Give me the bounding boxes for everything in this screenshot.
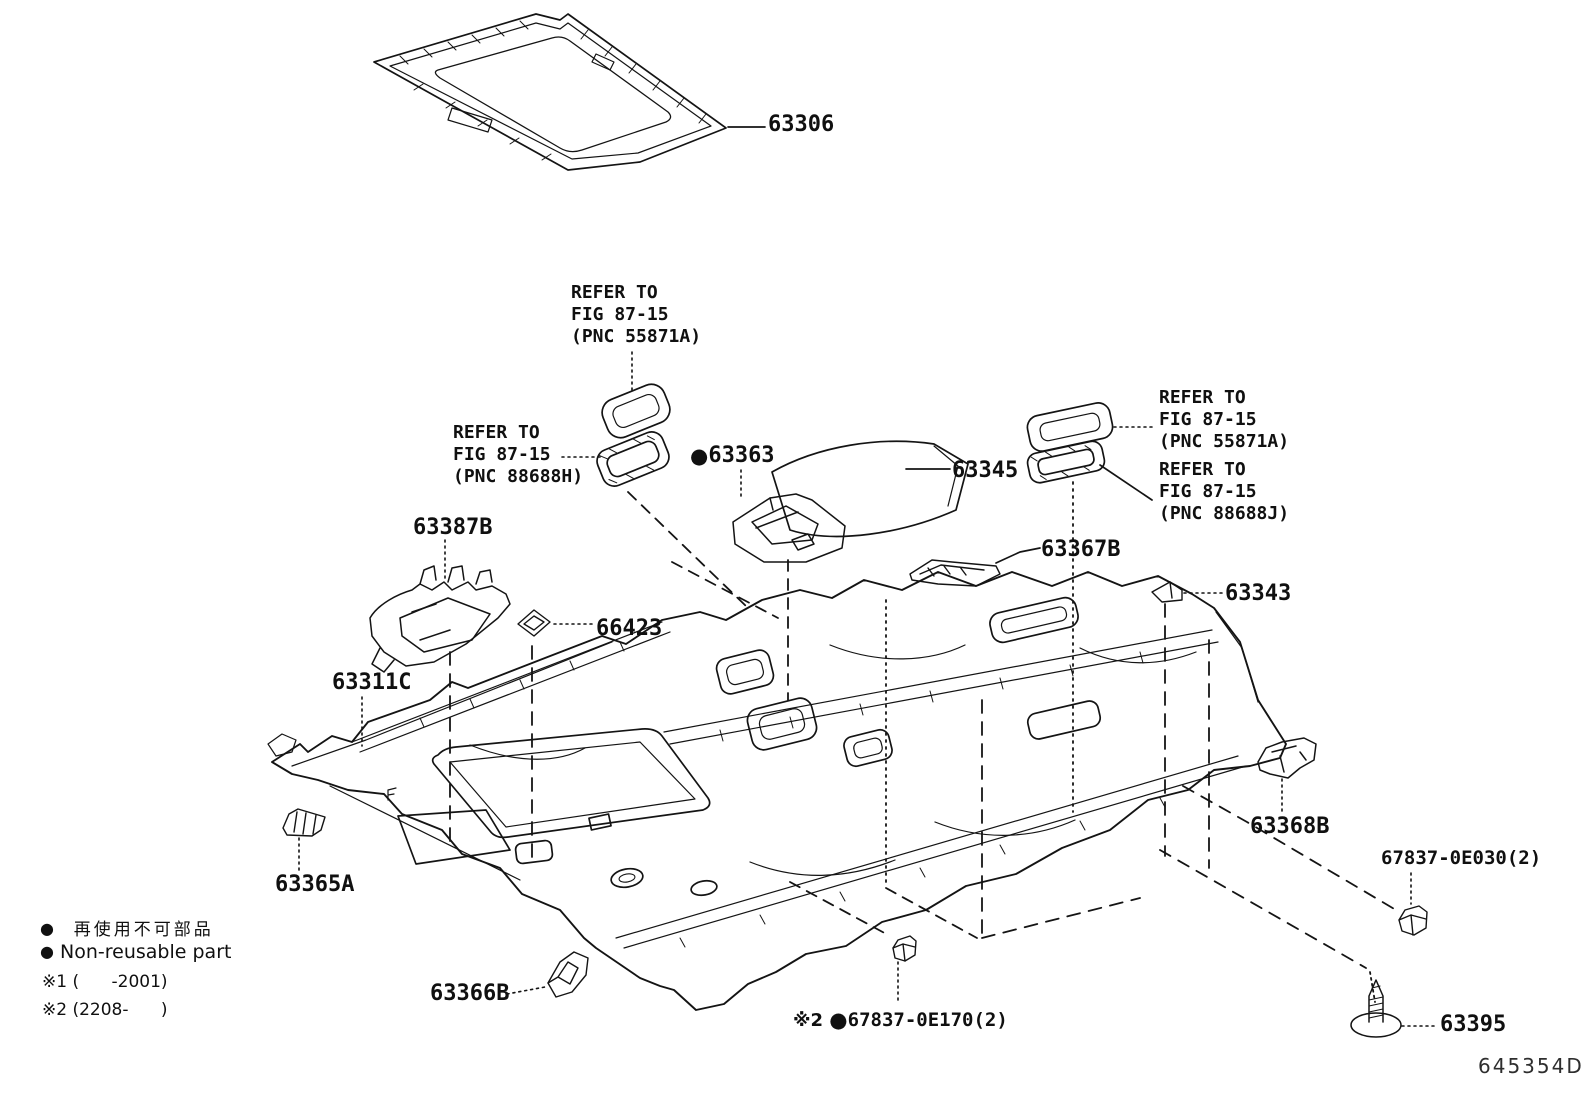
part-67837-0e030-shape	[1398, 905, 1428, 936]
legend-note-1: ※1 ( -2001)	[42, 972, 168, 992]
label-leader-lines	[298, 351, 1437, 1027]
part-63395-screw-shape	[1350, 979, 1402, 1038]
label-63365a: 63365A	[275, 872, 355, 897]
label-63387b: 63387B	[413, 515, 493, 540]
legend-non-reusable-jp: ● 再使用不可部品	[40, 919, 214, 940]
legend-note-2: ※2 (2208- )	[42, 1000, 168, 1020]
part-63306-sunshade-board-shape	[373, 13, 727, 171]
label-63306: 63306	[768, 112, 835, 137]
projection-lines	[449, 481, 1397, 1003]
label-63311c: 63311C	[332, 670, 412, 695]
label-63363: ●63363	[690, 443, 775, 468]
figure-code: 645354D	[1478, 1054, 1584, 1078]
part-63365a-shape	[282, 808, 326, 837]
label-67837-0e030: 67837-0E030(2)	[1381, 847, 1542, 869]
non-reusable-marker: ●	[690, 444, 709, 468]
part-ring-88688h-shape	[596, 431, 670, 487]
label-63366b: 63366B	[430, 981, 510, 1006]
non-reusable-marker: ●	[40, 942, 54, 961]
non-reusable-marker: ●	[829, 1008, 848, 1032]
leader-88688j	[1099, 464, 1153, 501]
label-63368b: 63368B	[1250, 814, 1330, 839]
non-reusable-marker: ●	[40, 919, 57, 938]
part-63368b-shape	[1257, 737, 1317, 779]
leader-63367b	[995, 547, 1041, 564]
label-63395: 63395	[1440, 1012, 1507, 1037]
label-63367b: 63367B	[1041, 537, 1121, 562]
part-ring-88688j-shape	[1026, 440, 1106, 484]
part-63311c-headlining-shape	[267, 571, 1287, 1011]
part-63387b-shape	[369, 565, 511, 673]
part-66423-shape	[517, 609, 551, 637]
legend-non-reusable-en: ● Non-reusable part	[40, 941, 232, 963]
note2-prefix: ※2	[793, 1010, 830, 1031]
part-63345-shape	[771, 440, 969, 538]
label-66423: 66423	[596, 616, 663, 641]
label-67837-0e170: ※2 ●67837-0E170(2)	[793, 1008, 1008, 1032]
part-63343-shape	[1151, 581, 1183, 603]
part-63366b-shape	[547, 951, 589, 998]
label-63343: 63343	[1225, 581, 1292, 606]
label-63345: 63345	[952, 458, 1019, 483]
part-ring-55871a-top-shape	[601, 383, 671, 439]
part-67837-0e170-shape	[892, 935, 917, 962]
